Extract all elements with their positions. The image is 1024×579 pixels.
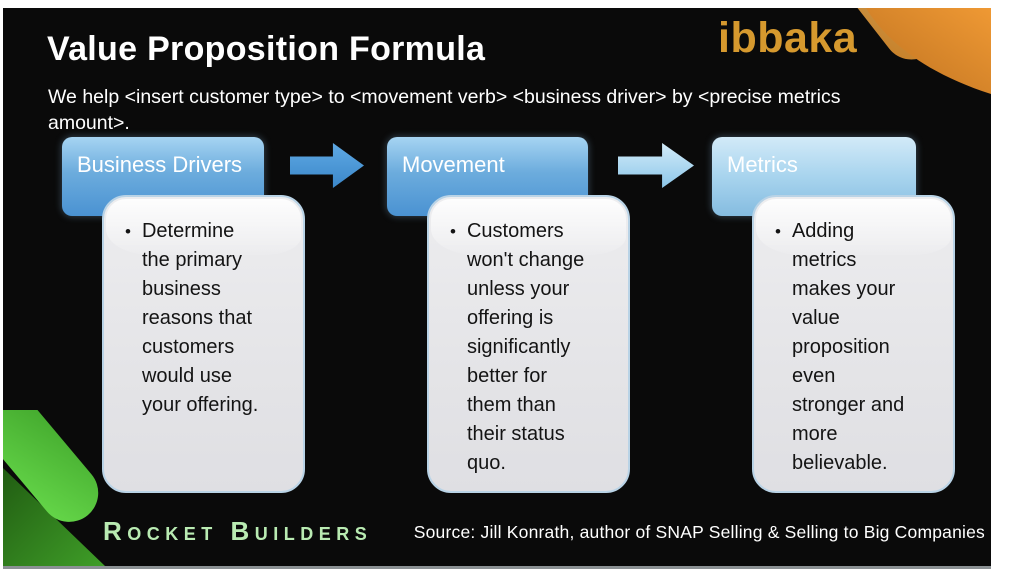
- card-gloss-highlight: [431, 199, 626, 255]
- bullet-icon: •: [775, 222, 781, 241]
- slide-title: Value Proposition Formula: [47, 30, 486, 68]
- right-arrow-icon: [290, 143, 364, 188]
- ibbaka-logo: ibbaka: [718, 14, 858, 62]
- slide-canvas: Value Proposition Formula We help <inser…: [3, 8, 991, 569]
- card-metrics: • Adding metrics makes your value propos…: [752, 195, 955, 493]
- right-arrow-icon-light: [618, 143, 694, 188]
- card-metrics-text: Adding metrics makes your value proposit…: [791, 220, 905, 474]
- rocket-builders-logo: Rocket Builders: [103, 516, 373, 546]
- green-swoosh-decoration: [3, 410, 105, 566]
- card-movement-text: Customers won't change unless your offer…: [466, 220, 585, 474]
- card-movement: • Customers won't change unless your off…: [427, 195, 630, 493]
- orange-swoosh-decoration: [848, 8, 991, 94]
- bullet-icon: •: [450, 222, 456, 241]
- bullet-icon: •: [125, 222, 131, 241]
- card-gloss-highlight: [106, 199, 301, 255]
- source-citation: Source: Jill Konrath, author of SNAP Sel…: [413, 522, 985, 542]
- slide-subtitle: We help <insert customer type> to <movem…: [48, 86, 841, 134]
- card-business-drivers: • Determine the primary business reasons…: [102, 195, 305, 493]
- card-business-drivers-text: Determine the primary business reasons t…: [141, 220, 259, 416]
- card-gloss-highlight: [756, 199, 951, 255]
